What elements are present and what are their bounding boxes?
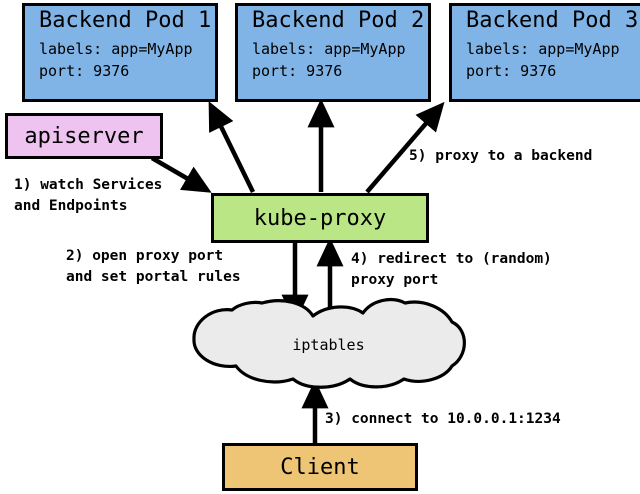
edge-label-watch-services-line2: and Endpoints: [14, 198, 128, 214]
apiserver-box[interactable]: apiserver: [5, 113, 163, 159]
client-box[interactable]: Client: [222, 443, 418, 491]
edge-label-watch-services: 1) watch Services and Endpoints: [14, 175, 162, 217]
backend-pod-1-title: Backend Pod 1: [39, 8, 212, 33]
edge-label-redirect-line2: proxy port: [351, 272, 439, 288]
edge-label-connect-line1: 3) connect to 10.0.0.1:1234: [325, 411, 561, 427]
edge-label-redirect: 4) redirect to (random) proxy port: [351, 249, 552, 291]
backend-pod-2-port: port: 9376: [252, 62, 343, 80]
backend-pod-1-port: port: 9376: [39, 62, 130, 80]
backend-pod-1-labels: labels: app=MyApp: [39, 40, 193, 58]
kube-proxy-box[interactable]: kube-proxy: [211, 193, 429, 243]
client-label: Client: [280, 454, 360, 480]
edge-label-proxy-to-backend: 5) proxy to a backend: [409, 146, 592, 167]
backend-pod-1-box[interactable]: Backend Pod 1 labels: app=MyApp port: 93…: [22, 3, 218, 102]
edge-kubeproxy-to-pod1: [208, 101, 256, 193]
edge-label-redirect-line1: 4) redirect to (random): [351, 251, 552, 267]
apiserver-label: apiserver: [24, 123, 144, 149]
backend-pod-3-labels: labels: app=MyApp: [466, 40, 620, 58]
kube-proxy-label: kube-proxy: [253, 205, 387, 231]
edge-label-open-proxy-port-line1: 2) open proxy port: [66, 248, 224, 264]
edge-label-open-proxy-port-line2: and set portal rules: [66, 269, 241, 285]
backend-pod-2-title: Backend Pod 2: [252, 8, 425, 33]
backend-pod-3-title: Backend Pod 3: [466, 8, 639, 33]
backend-pod-3-port: port: 9376: [466, 62, 557, 80]
edge-label-open-proxy-port: 2) open proxy port and set portal rules: [66, 246, 241, 288]
edge-label-proxy-to-backend-line1: 5) proxy to a backend: [409, 148, 593, 164]
iptables-label: iptables: [292, 336, 365, 354]
backend-pod-2-labels: labels: app=MyApp: [252, 40, 406, 58]
backend-pod-3-box[interactable]: Backend Pod 3 labels: app=MyApp port: 93…: [449, 3, 640, 102]
backend-pod-2-box[interactable]: Backend Pod 2 labels: app=MyApp port: 93…: [235, 3, 431, 102]
edge-label-connect: 3) connect to 10.0.0.1:1234: [325, 409, 561, 430]
edge-label-watch-services-line1: 1) watch Services: [14, 177, 163, 193]
